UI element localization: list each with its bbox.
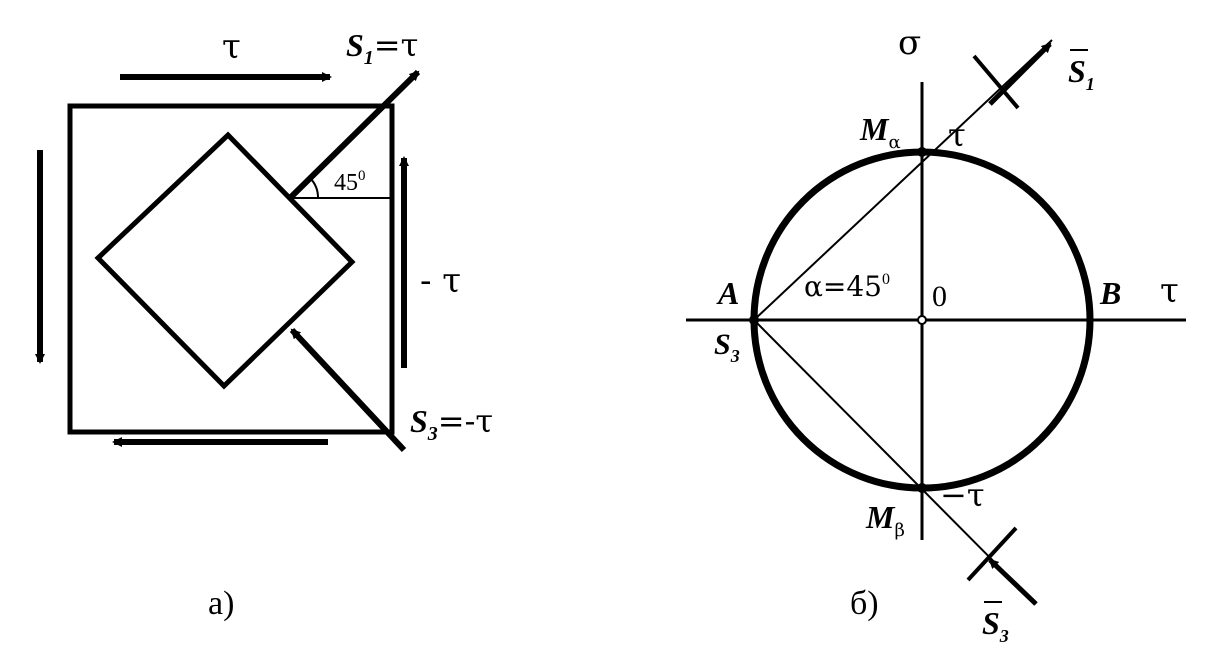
angle-label: 450 xyxy=(334,168,366,196)
tau-top-label: τ xyxy=(222,27,241,67)
line-s1-direction xyxy=(753,39,1053,321)
alpha-angle-label: α=450 xyxy=(804,270,890,303)
panel-b: σ τ 0 A B S3 Mα τ Mβ −τ α=450 S1 S3 б) xyxy=(686,23,1186,646)
s1-bar-tick xyxy=(972,54,1020,110)
s1-bar-label: S1 xyxy=(1068,53,1095,94)
m-beta-label: Mβ xyxy=(865,499,905,541)
point-m-alpha xyxy=(917,147,927,157)
element-square xyxy=(67,103,395,435)
s1-arrow xyxy=(287,69,421,201)
s3-bar-tick xyxy=(966,526,1018,582)
point-origin xyxy=(917,315,927,325)
s1-label: S1=τ xyxy=(346,26,418,69)
point-a-label: A xyxy=(716,275,739,311)
s3-bar-arrow xyxy=(988,558,1038,606)
panel-a: τ - τ S1=τ S3=-τ 450 а) xyxy=(35,26,493,622)
origin-label: 0 xyxy=(932,280,947,313)
tau-pos-label: τ xyxy=(948,116,966,154)
tau-right-label: - τ xyxy=(420,261,461,301)
sigma-axis-label: σ xyxy=(898,23,921,63)
s3-arrow xyxy=(289,327,407,453)
tau-axis-label: τ xyxy=(1160,271,1179,311)
s3-bar-label: S3 xyxy=(982,605,1009,646)
tau-neg-label: −τ xyxy=(940,476,985,514)
s3-point-label: S3 xyxy=(714,328,740,366)
s1-bar-arrow xyxy=(988,42,1052,106)
m-alpha-label: Mα xyxy=(859,111,901,153)
caption-b: б) xyxy=(850,585,879,622)
point-m-beta xyxy=(917,483,927,493)
s3-label: S3=-τ xyxy=(410,402,493,445)
point-b-label: B xyxy=(1099,275,1121,311)
rotated-square xyxy=(94,131,356,390)
angle-arc xyxy=(309,177,320,199)
caption-a: а) xyxy=(208,585,234,622)
point-a xyxy=(749,315,759,325)
